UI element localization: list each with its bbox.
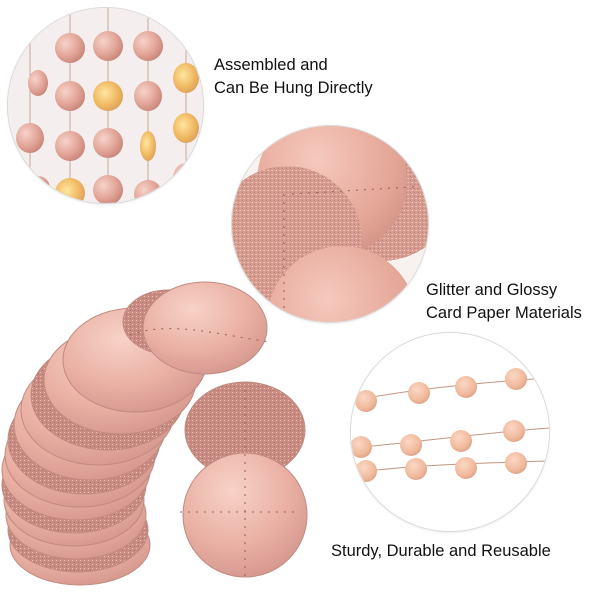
glitter-glossy-inset: [232, 126, 428, 322]
caption-durable: Sturdy, Durable and Reusable: [331, 542, 551, 560]
garland-strands-illustration: [8, 8, 203, 203]
garland-durable-inset: [351, 333, 549, 531]
stacked-circles-product: [0, 280, 320, 600]
caption-materials: Glitter and Glossy Card Paper Materials: [426, 279, 582, 325]
caption-assembled: Assembled and Can Be Hung Directly: [214, 54, 373, 100]
garland-dots: [351, 368, 527, 482]
stitch-line: [283, 185, 428, 322]
garland-durable-illustration: [351, 333, 549, 531]
caption-assembled-line2: Can Be Hung Directly: [214, 79, 373, 97]
glitter-glossy-illustration: [232, 126, 428, 322]
stacked-circles-illustration: [1, 281, 308, 586]
caption-assembled-line1: Assembled and: [214, 56, 328, 74]
caption-materials-line1: Glitter and Glossy: [426, 281, 558, 299]
glossy-disc-bottom: [267, 246, 417, 322]
caption-materials-line2: Card Paper Materials: [426, 304, 582, 322]
garland-strands-inset: [8, 8, 203, 203]
stack-discs: [1, 281, 308, 586]
